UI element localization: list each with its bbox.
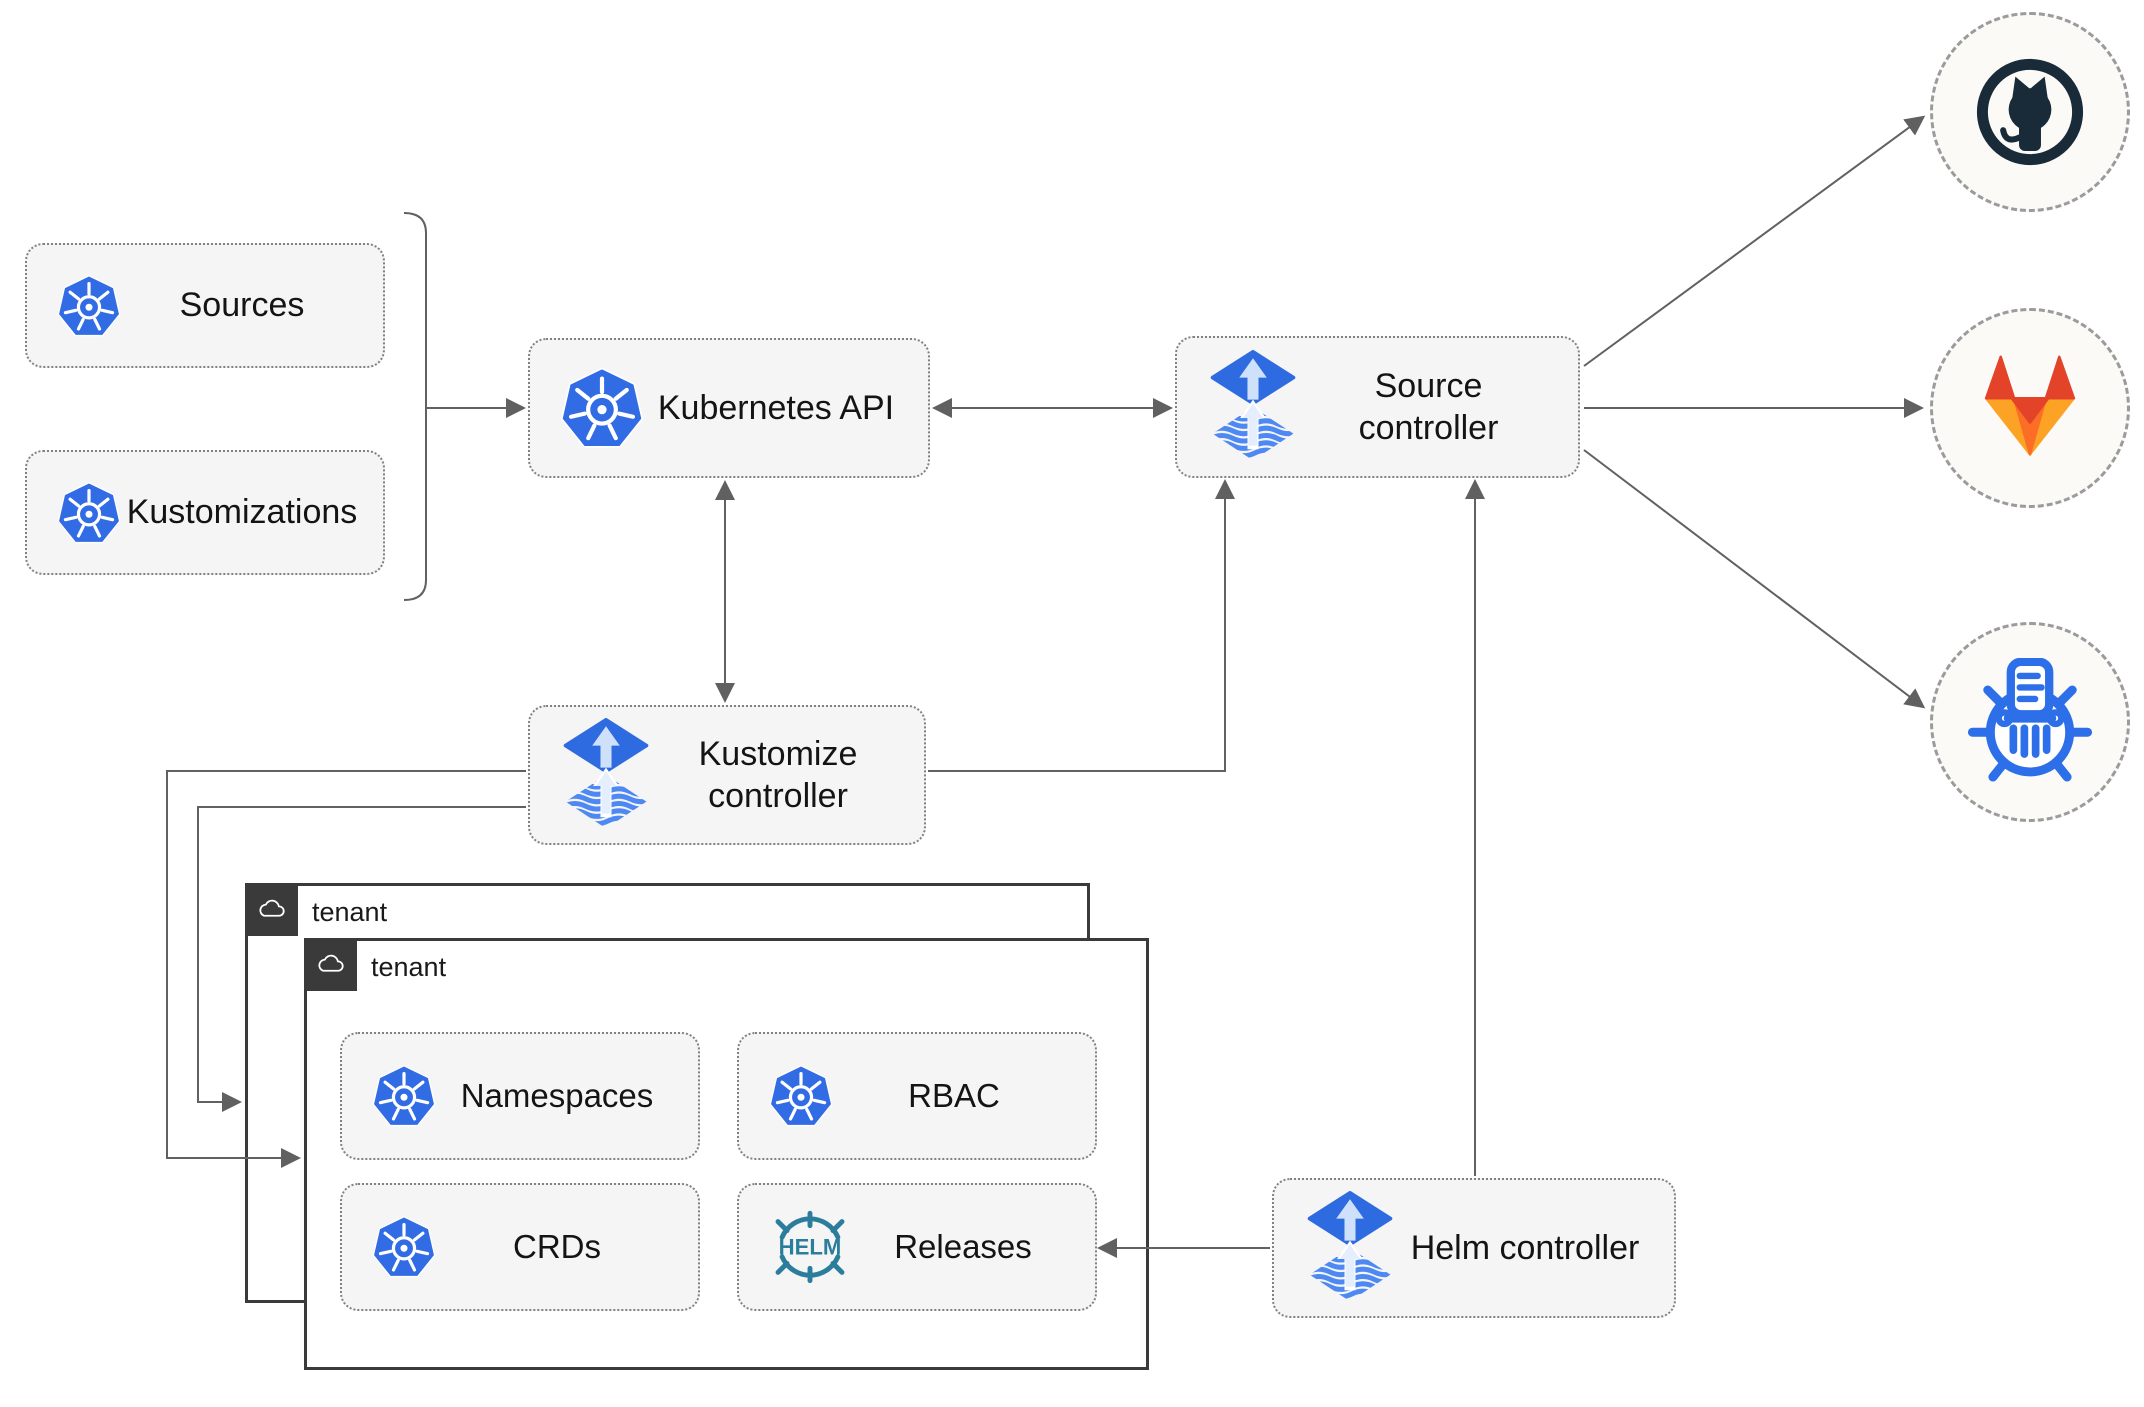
endpoint-github	[1930, 12, 2130, 212]
node-sources: Sources	[25, 243, 385, 368]
gitlab-icon	[1969, 347, 2091, 469]
endpoint-helm-repository	[1930, 622, 2130, 822]
flux-icon	[1304, 1191, 1396, 1305]
endpoint-gitlab	[1930, 308, 2130, 508]
node-releases: Releases	[737, 1183, 1097, 1311]
node-label: Source controller	[1358, 366, 1499, 448]
node-label: Kustomizations	[126, 493, 358, 532]
node-label: RBAC	[908, 1077, 1000, 1115]
cloud-icon	[313, 947, 349, 983]
helm-repository-icon	[1966, 658, 2094, 786]
node-kustomizations: Kustomizations	[25, 450, 385, 575]
kubernetes-icon	[769, 1064, 833, 1128]
node-label: Releases	[894, 1228, 1032, 1266]
edge-source-controller-helm-repository	[1583, 449, 1926, 709]
node-label: Kubernetes API	[657, 388, 895, 427]
tenant-header	[245, 883, 298, 936]
flux-icon	[560, 718, 652, 832]
node-label: CRDs	[513, 1228, 601, 1266]
flux-icon	[1207, 350, 1299, 464]
node-namespaces: Namespaces	[340, 1032, 700, 1160]
tenant-label: tenant	[371, 952, 447, 982]
kubernetes-icon	[560, 366, 644, 450]
kubernetes-icon	[57, 481, 121, 545]
github-icon	[1969, 51, 2091, 173]
tenant-label: tenant	[312, 897, 388, 927]
node-kubernetes-api: Kubernetes API	[528, 338, 930, 478]
node-kustomize-controller: Kustomize controller	[528, 705, 926, 845]
node-source-controller: Source controller	[1175, 336, 1580, 478]
node-label: Sources	[179, 286, 305, 325]
edge-bracket-sources	[403, 212, 427, 601]
kubernetes-icon	[372, 1215, 436, 1279]
cloud-icon	[254, 892, 290, 928]
kubernetes-icon	[372, 1064, 436, 1128]
kubernetes-icon	[57, 274, 121, 338]
node-rbac: RBAC	[737, 1032, 1097, 1160]
node-helm-controller: Helm controller	[1272, 1178, 1676, 1318]
helm-icon	[769, 1206, 851, 1288]
tenant-header	[304, 938, 357, 991]
node-label: Namespaces	[460, 1077, 654, 1115]
node-crds: CRDs	[340, 1183, 700, 1311]
node-label: Kustomize controller	[698, 734, 858, 816]
node-label: Helm controller	[1410, 1228, 1640, 1267]
edge-source-controller-github	[1583, 115, 1926, 367]
edge-kustomize-to-source-controller	[928, 479, 1235, 772]
